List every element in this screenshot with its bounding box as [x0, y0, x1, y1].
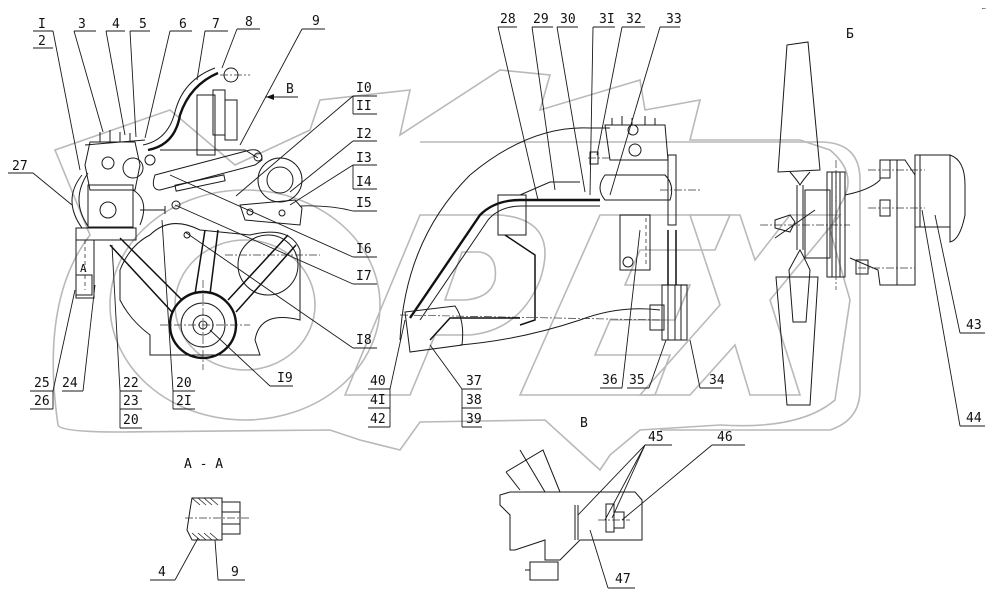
callout-8: 8: [245, 15, 253, 30]
callout-1: I: [38, 17, 46, 32]
callout-33: 33: [666, 12, 682, 27]
view-b-arrow-label: В: [286, 82, 294, 97]
watermark-letter-p: [343, 214, 546, 396]
view-v: В 45 46 47: [499, 416, 745, 589]
section-a-a-view: А - А 4 9: [150, 457, 250, 581]
bracket-fitting: [529, 561, 559, 581]
watermark-letter-x: [638, 214, 842, 396]
callout-17: I7: [356, 269, 372, 284]
compressor-callouts: 28 29 30 3I 32 33 36 35 34 37 38 39 40 4…: [368, 12, 725, 428]
fan-bracket: [844, 159, 916, 286]
callout-2: 2: [38, 34, 46, 49]
watermark-letter-o: [109, 189, 381, 421]
fan-blade-upper: [777, 41, 821, 173]
callout-40: 40: [370, 374, 386, 389]
section-marker-a: А: [80, 262, 87, 275]
callout-12: I2: [356, 127, 372, 142]
callout-20a: 20: [176, 376, 192, 391]
callout-29: 29: [533, 12, 549, 27]
callout-13: I3: [356, 151, 372, 166]
callout-15: I5: [356, 196, 372, 211]
callout-10: I0: [356, 81, 372, 96]
compressor-head: [84, 141, 141, 191]
callout-46: 46: [717, 430, 733, 445]
callout-36: 36: [602, 373, 618, 388]
callout-18: I8: [356, 333, 372, 348]
callout-20b: 20: [123, 413, 139, 428]
callout-30: 30: [560, 12, 576, 27]
bracket-casting: [499, 491, 643, 561]
idler-pulley: [237, 234, 299, 296]
callout-44: 44: [966, 411, 982, 426]
mounting-plate: [239, 199, 303, 226]
callout-14: I4: [356, 175, 372, 190]
callout-43: 43: [966, 318, 982, 333]
callout-25: 25: [34, 376, 50, 391]
callout-6: 6: [179, 17, 187, 32]
cab-frame-outline: [399, 127, 610, 341]
callout-26: 26: [34, 394, 50, 409]
view-v-label: В: [580, 416, 588, 431]
drive-belt-right: [227, 234, 297, 313]
callout-23: 23: [123, 394, 139, 409]
callout-19: I9: [277, 371, 293, 386]
section-a-a-label: А - А: [184, 457, 223, 472]
callout-7: 7: [212, 17, 220, 32]
air-pipe: [409, 198, 600, 319]
fan-hub: [804, 189, 831, 259]
callout-34: 34: [709, 373, 725, 388]
section-callout-4: 4: [158, 565, 166, 580]
drive-belt-left: [109, 237, 183, 313]
fan-view: Б 43 44: [760, 27, 985, 427]
compressor-body: [87, 184, 134, 228]
reservoir: [497, 194, 527, 236]
oil-feed-pipe: [147, 71, 219, 152]
tensioner-arm: [152, 149, 263, 191]
watermark-letter-o-inner: [174, 239, 316, 371]
callout-24: 24: [62, 376, 78, 391]
watermark-gear-outline: [52, 69, 851, 472]
callout-41: 4I: [370, 393, 386, 408]
callout-3: 3: [78, 17, 86, 32]
callout-39: 39: [466, 412, 482, 427]
fan-mount-cap: [914, 154, 951, 228]
compressor-body-2: [599, 174, 673, 201]
callout-22: 22: [123, 376, 139, 391]
callout-5: 5: [139, 17, 147, 32]
callout-21: 2I: [176, 394, 192, 409]
callout-31: 3I: [599, 12, 615, 27]
engine-block: [119, 223, 301, 356]
callout-38: 38: [466, 393, 482, 408]
callout-16: I6: [356, 242, 372, 257]
oil-filter-housing: [196, 94, 216, 156]
section-callout-9: 9: [231, 565, 239, 580]
callout-28: 28: [500, 12, 516, 27]
callout-11: II: [356, 99, 372, 114]
compressor-bracket: [75, 227, 137, 241]
callout-35: 35: [629, 373, 645, 388]
section-nut: [221, 501, 241, 535]
watermark-frame: [420, 141, 861, 431]
section-bushing: [186, 497, 223, 541]
compressor-view: [399, 116, 700, 353]
corner-mark: …: [982, 4, 986, 11]
callout-27: 27: [12, 159, 28, 174]
callout-9: 9: [312, 14, 320, 29]
view-b-label: Б: [846, 27, 854, 42]
callout-37: 37: [466, 374, 482, 389]
fan-blade-lower: [775, 276, 819, 406]
alternator: [257, 157, 303, 203]
callout-32: 32: [626, 12, 642, 27]
engine-view: А В: [71, 67, 320, 370]
callout-42: 42: [370, 412, 386, 427]
callout-47: 47: [615, 572, 631, 587]
compressor-pulley-guard: [71, 172, 89, 229]
watermark: [52, 69, 861, 472]
callout-4: 4: [112, 17, 120, 32]
callout-45: 45: [648, 430, 664, 445]
engine-callouts: I 2 3 4 5 6 7 8 9 27 I0 II I2 I3 I4: [8, 14, 377, 429]
